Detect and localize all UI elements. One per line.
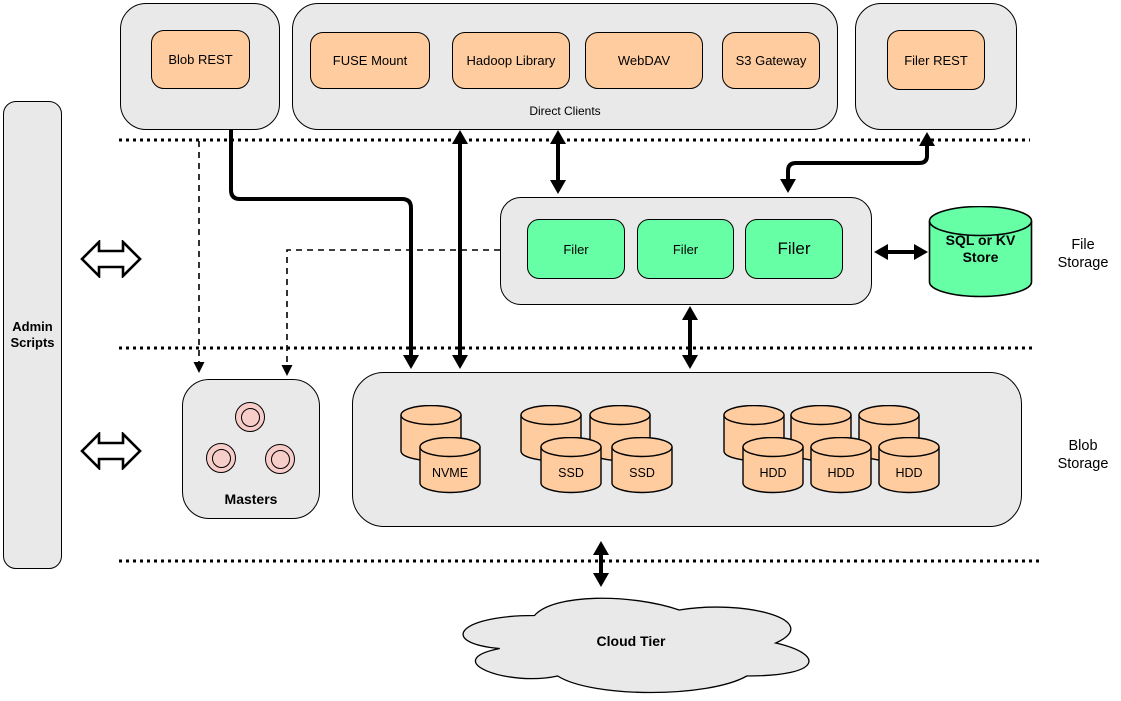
master-node-1 (235, 402, 265, 432)
nvme-label: NVME (431, 466, 469, 480)
cloud-icon (462, 597, 810, 694)
dashed-arrow-blob-rest-to-masters (193, 141, 205, 373)
double-arrow-shape (80, 432, 142, 470)
admin-scripts-label: Admin Scripts (10, 319, 55, 350)
client-node-webdav: WebDAV (585, 32, 703, 89)
hdd-label: HDD (895, 466, 923, 480)
master-node-core (211, 448, 231, 468)
blob-storage-tier-label: Blob Storage (1057, 438, 1109, 472)
hdd-volume-cylinder: HDD (810, 437, 872, 494)
cylinder-top (928, 205, 1033, 237)
hdd-label: HDD (759, 466, 787, 480)
blob-rest-node: Blob REST (151, 30, 250, 89)
cloud-shape (462, 597, 810, 694)
direct-clients-caption: Direct Clients (529, 104, 601, 118)
file-storage-tier-label: File Storage (1057, 237, 1109, 271)
master-node-core (270, 449, 290, 469)
filer-rest-label: Filer REST (904, 52, 968, 68)
masters-label: Masters (224, 491, 278, 507)
fuse-mount-label: FUSE Mount (332, 53, 408, 68)
arrow-filers-to-volumes (682, 306, 698, 369)
filer-3-label: Filer (777, 239, 811, 258)
client-node-s3-gateway: S3 Gateway (722, 32, 820, 89)
hdd-label: HDD (827, 466, 855, 480)
arrow-clients-to-volumes (452, 130, 468, 369)
filer-rest-node: Filer REST (887, 30, 985, 90)
hadoop-library-label: Hadoop Library (466, 53, 556, 68)
master-node-3 (265, 444, 295, 474)
filer-node-1: Filer (527, 219, 625, 279)
double-arrow-shape (80, 240, 142, 278)
master-node-core (240, 407, 260, 427)
s3-gateway-label: S3 Gateway (735, 53, 807, 68)
blob-rest-label: Blob REST (168, 52, 233, 67)
filer-node-3: Filer (745, 219, 843, 279)
ssd-label: SSD (558, 466, 584, 480)
nvme-volume-cylinder: NVME (419, 437, 481, 494)
filer-1-label: Filer (563, 241, 589, 257)
arrow-clients-to-filers (550, 130, 566, 194)
admin-file-storage-arrow-icon (80, 240, 142, 278)
metadata-store-cylinder: SQL or KV Store (928, 205, 1033, 298)
client-node-fuse-mount: FUSE Mount (310, 32, 430, 89)
filer-node-2: Filer (637, 219, 734, 279)
hdd-volume-cylinder: HDD (742, 437, 804, 494)
ssd-label: SSD (629, 466, 655, 480)
admin-blob-storage-arrow-icon (80, 432, 142, 470)
filer-2-label: Filer (672, 241, 699, 257)
arrow-volumes-to-cloud (593, 541, 609, 587)
master-node-2 (206, 443, 236, 473)
cylinder-body (928, 221, 1033, 298)
cloud-tier-label: Cloud Tier (596, 633, 666, 649)
arrow-filer-rest-to-filers (780, 132, 935, 193)
metadata-store-label: SQL or KV Store (945, 232, 1016, 265)
dashed-arrow-filers-to-masters (281, 249, 500, 376)
admin-scripts-panel: Admin Scripts (3, 101, 62, 569)
database-cylinder-icon (928, 205, 1033, 298)
webdav-label: WebDAV (617, 53, 671, 68)
arrow-filers-to-metadata-store (874, 244, 928, 260)
hdd-volume-cylinder: HDD (878, 437, 940, 494)
ssd-volume-cylinder: SSD (540, 437, 602, 494)
arrow-blob-rest-to-volumes (229, 130, 419, 369)
client-node-hadoop-library: Hadoop Library (452, 32, 570, 89)
ssd-volume-cylinder: SSD (611, 437, 673, 494)
